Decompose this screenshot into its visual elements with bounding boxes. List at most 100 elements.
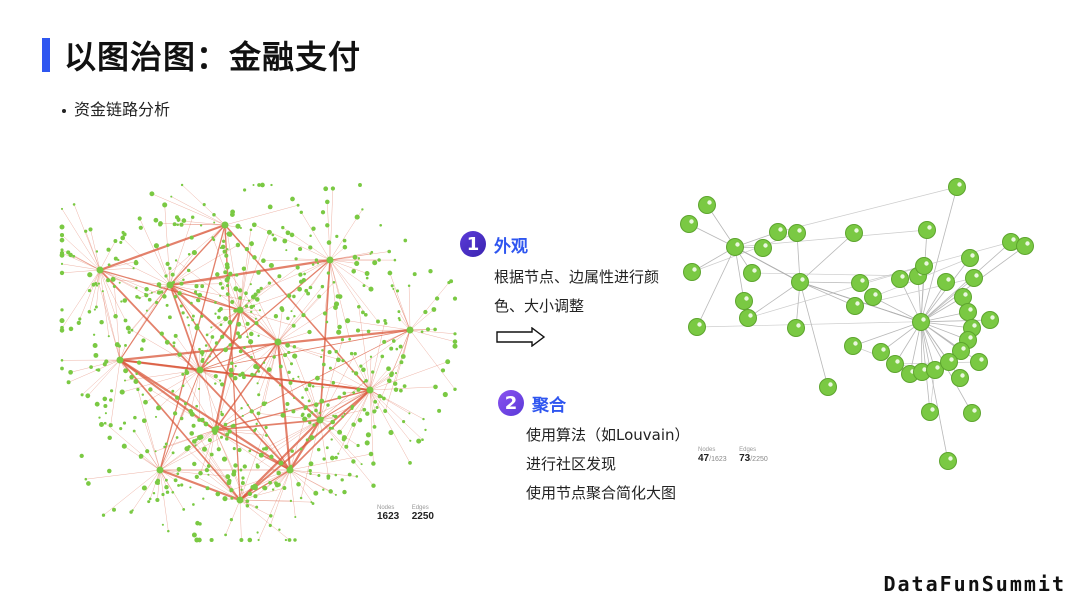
network-edge bbox=[99, 261, 137, 271]
network-node bbox=[317, 474, 321, 477]
community-node-highlight bbox=[963, 292, 968, 297]
network-node bbox=[167, 315, 172, 320]
network-node bbox=[308, 421, 312, 425]
network-node bbox=[214, 425, 220, 430]
network-node bbox=[102, 396, 108, 402]
aggregated-edge bbox=[799, 281, 856, 307]
network-edge bbox=[239, 309, 259, 368]
community-node bbox=[954, 288, 972, 306]
step-2-line-3: 使用节点聚合简化大图 bbox=[526, 484, 677, 502]
nodes-value: 1623 bbox=[377, 511, 400, 522]
network-node bbox=[59, 233, 65, 238]
step-2-header: 2 聚合 bbox=[498, 390, 566, 416]
community-node bbox=[845, 224, 863, 242]
network-node bbox=[98, 416, 101, 419]
network-node bbox=[235, 273, 239, 277]
network-node bbox=[141, 485, 147, 491]
network-node bbox=[156, 290, 162, 295]
network-node bbox=[423, 309, 428, 315]
community-node bbox=[961, 249, 979, 267]
network-node bbox=[309, 472, 312, 476]
network-edge bbox=[238, 324, 279, 343]
network-node bbox=[198, 522, 202, 526]
community-node-highlight bbox=[1025, 241, 1030, 246]
network-node bbox=[273, 314, 279, 319]
network-edge bbox=[251, 311, 279, 343]
network-node bbox=[228, 373, 234, 378]
network-edge bbox=[369, 356, 372, 391]
network-node bbox=[341, 437, 346, 442]
network-node bbox=[102, 362, 107, 367]
network-node bbox=[228, 343, 233, 347]
network-node bbox=[299, 210, 303, 214]
network-node bbox=[447, 281, 451, 285]
network-edge bbox=[239, 487, 285, 501]
network-node bbox=[365, 276, 369, 280]
network-node bbox=[207, 473, 210, 476]
network-node bbox=[224, 262, 230, 267]
network-edge bbox=[319, 419, 374, 486]
network-node bbox=[172, 222, 177, 227]
network-edge bbox=[255, 428, 291, 471]
network-node bbox=[191, 250, 197, 256]
network-edge bbox=[199, 369, 228, 439]
network-node bbox=[191, 318, 195, 322]
network-node bbox=[333, 305, 338, 310]
network-edge bbox=[230, 273, 279, 343]
step-1-line-1: 根据节点、边属性进行颜 bbox=[494, 268, 660, 286]
network-node bbox=[371, 461, 376, 466]
edges-label: Edges bbox=[411, 505, 429, 511]
network-node bbox=[180, 483, 184, 487]
network-node bbox=[322, 311, 328, 316]
network-node bbox=[342, 489, 347, 495]
network-edge bbox=[403, 329, 411, 357]
network-node bbox=[300, 414, 304, 418]
network-edge bbox=[409, 329, 436, 331]
network-node bbox=[386, 366, 391, 372]
network-node bbox=[328, 489, 333, 494]
network-edge bbox=[160, 223, 226, 226]
network-node bbox=[189, 235, 194, 240]
network-node bbox=[258, 452, 264, 458]
network-node bbox=[249, 228, 253, 232]
network-edge bbox=[202, 359, 216, 431]
network-edge bbox=[257, 341, 279, 384]
hub-node bbox=[116, 356, 124, 364]
network-node bbox=[298, 272, 303, 277]
community-node-highlight bbox=[873, 292, 878, 297]
network-edge bbox=[277, 296, 320, 343]
network-node bbox=[403, 238, 408, 243]
network-edge bbox=[214, 429, 279, 474]
network-node bbox=[212, 430, 218, 435]
network-edge bbox=[231, 469, 291, 499]
network-node bbox=[340, 338, 345, 342]
network-node bbox=[271, 488, 275, 491]
network-node bbox=[278, 364, 283, 369]
network-node bbox=[256, 531, 259, 534]
network-node bbox=[165, 478, 168, 482]
community-node-highlight bbox=[853, 341, 858, 346]
network-edge bbox=[239, 243, 252, 311]
network-edge bbox=[369, 389, 376, 411]
network-node bbox=[138, 225, 143, 230]
network-node bbox=[308, 245, 313, 250]
network-node bbox=[280, 308, 285, 312]
network-node bbox=[416, 438, 422, 444]
network-node bbox=[173, 333, 178, 338]
edges-value: 73 bbox=[739, 453, 751, 464]
network-node bbox=[321, 416, 325, 420]
network-edge bbox=[68, 359, 121, 383]
network-node bbox=[433, 384, 438, 390]
network-node bbox=[278, 528, 281, 531]
network-node bbox=[97, 282, 101, 285]
network-node bbox=[181, 384, 185, 388]
network-node bbox=[226, 480, 232, 486]
network-node bbox=[428, 269, 433, 274]
network-node bbox=[325, 199, 330, 205]
network-node bbox=[341, 358, 345, 363]
network-edge bbox=[263, 341, 279, 404]
community-node-highlight bbox=[855, 301, 860, 306]
network-edge bbox=[149, 469, 161, 499]
network-edge bbox=[190, 369, 201, 412]
